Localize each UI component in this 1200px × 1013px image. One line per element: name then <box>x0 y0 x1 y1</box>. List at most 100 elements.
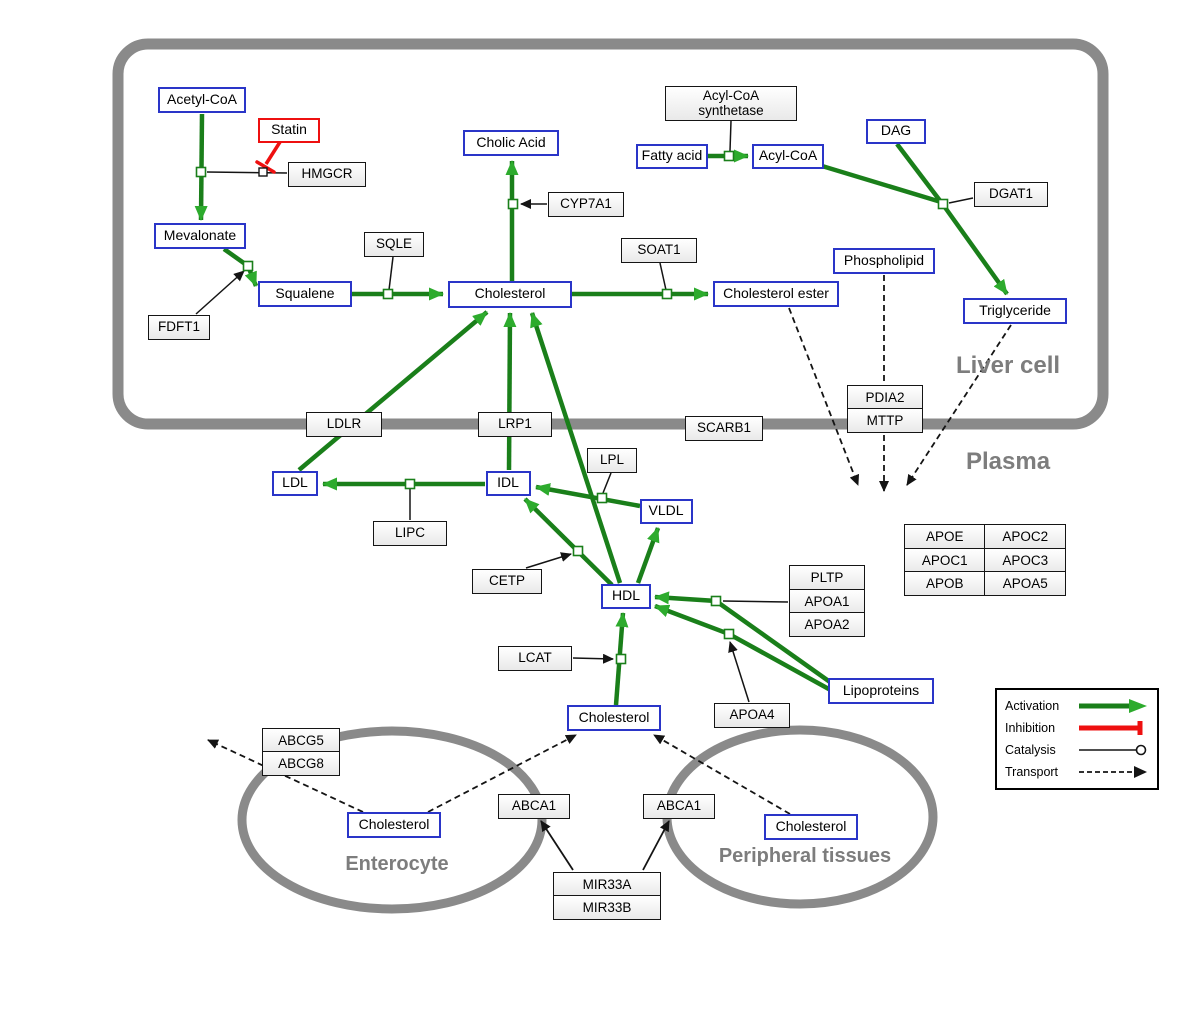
reaction-node <box>596 492 608 504</box>
node-acyl-coa-synthetase-line-0: Acyl-CoA <box>702 87 760 103</box>
node-dgat1[interactable]: DGAT1 <box>974 181 1048 207</box>
node-lipc[interactable]: LIPC <box>373 520 447 546</box>
node-apoe[interactable]: APOE <box>903 524 986 549</box>
node-pdia2[interactable]: PDIA2 <box>847 384 923 410</box>
liver-cell-membrane <box>112 38 1109 430</box>
node-acyl-coa-synthetase-line-1: synthetase <box>698 103 764 118</box>
node-cholesterol-enterocyte[interactable]: Cholesterol <box>347 812 441 838</box>
node-sqle[interactable]: SQLE <box>364 231 424 257</box>
node-lcat[interactable]: LCAT <box>498 645 572 671</box>
node-acetyl-coa[interactable]: Acetyl-CoA <box>158 87 246 113</box>
node-mttp[interactable]: MTTP <box>847 408 923 434</box>
node-apoc2[interactable]: APOC2 <box>984 524 1067 549</box>
node-cholic-acid[interactable]: Cholic Acid <box>463 130 559 156</box>
node-abca1-enterocyte[interactable]: ABCA1 <box>498 793 570 819</box>
edge-pltp-catalysis <box>722 600 789 603</box>
edge-fdft1-catalysis <box>195 270 245 315</box>
node-phospholipid[interactable]: Phospholipid <box>833 248 935 274</box>
anchor-node <box>258 167 268 177</box>
inhibition-tbar-icon <box>1079 721 1143 735</box>
edge-dgat-node-to-triglyceride <box>942 204 1009 296</box>
reaction-node <box>937 198 949 210</box>
node-lipoproteins[interactable]: Lipoproteins <box>828 678 934 704</box>
node-apoa2[interactable]: APOA2 <box>789 612 865 637</box>
edge-idl-to-liver-cholesterol <box>503 312 517 471</box>
edge-hdl-to-idl <box>523 497 614 587</box>
edge-apoa4-catalysis <box>728 641 750 703</box>
reaction-node <box>195 166 207 178</box>
node-mevalonate[interactable]: Mevalonate <box>154 223 246 249</box>
node-apoc1[interactable]: APOC1 <box>903 547 986 573</box>
reaction-node <box>507 198 519 210</box>
node-squalene[interactable]: Squalene <box>258 281 352 307</box>
node-soat1[interactable]: SOAT1 <box>621 237 697 263</box>
node-mir33a[interactable]: MIR33A <box>553 871 661 897</box>
activation-arrow-icon <box>1079 699 1147 713</box>
edge-cetp-catalysis <box>525 552 572 569</box>
node-apoa4[interactable]: APOA4 <box>714 702 790 728</box>
node-mir33b[interactable]: MIR33B <box>553 895 661 921</box>
edge-ldl-to-liver-cholesterol <box>297 310 489 472</box>
node-cholesterol-plasma[interactable]: Cholesterol <box>567 705 661 731</box>
edge-enterocyte-to-plasma-cholesterol <box>427 734 577 813</box>
reaction-node <box>661 288 673 300</box>
node-abca1-peripheral[interactable]: ABCA1 <box>643 793 715 819</box>
catalysis-line-icon <box>1079 744 1147 756</box>
node-apoc3[interactable]: APOC3 <box>984 547 1067 573</box>
edge-dgat1-catalysis <box>948 197 974 204</box>
node-abcg8[interactable]: ABCG8 <box>262 751 340 777</box>
legend-activation-label: Activation <box>1005 699 1060 713</box>
node-apoa1[interactable]: APOA1 <box>789 588 865 614</box>
edge-hdl-to-liver-cholesterol <box>529 312 623 584</box>
edge-statin-inhibition <box>264 141 282 165</box>
reaction-node <box>382 288 394 300</box>
node-idl[interactable]: IDL <box>485 470 531 496</box>
edge-dag-to-dgat-node <box>895 142 943 204</box>
node-cholesterol-ester[interactable]: Cholesterol ester <box>713 281 839 307</box>
node-ldlr[interactable]: LDLR <box>306 411 382 437</box>
node-apoa5[interactable]: APOA5 <box>984 571 1067 596</box>
node-vldl[interactable]: VLDL <box>639 498 693 524</box>
edge-mir33-to-abca1-enterocyte <box>540 820 574 871</box>
node-apob[interactable]: APOB <box>903 571 986 596</box>
node-cyp7a1[interactable]: CYP7A1 <box>548 191 624 217</box>
reaction-node <box>723 150 735 162</box>
edge-statin-inhibition-tbar <box>255 160 276 174</box>
reaction-node <box>723 628 735 640</box>
legend-catalysis-label: Catalysis <box>1005 743 1056 757</box>
reaction-node <box>404 478 416 490</box>
node-acyl-coa-2[interactable]: Acyl-CoA <box>752 143 824 169</box>
node-abcg5[interactable]: ABCG5 <box>262 727 340 753</box>
edge-lcat-catalysis <box>572 653 614 664</box>
legend-row-inhibition: Inhibition <box>1005 717 1149 739</box>
node-statin[interactable]: Statin <box>258 117 320 143</box>
node-cetp[interactable]: CETP <box>472 568 542 594</box>
node-hmgcr[interactable]: HMGCR <box>288 161 366 187</box>
edge-peripheral-to-plasma-cholesterol <box>653 734 791 815</box>
node-lrp1[interactable]: LRP1 <box>478 411 552 437</box>
node-pltp[interactable]: PLTP <box>789 565 865 590</box>
edge-mir33-to-abca1-peripheral <box>642 820 670 871</box>
reaction-node <box>615 653 627 665</box>
enterocyte-label: Enterocyte <box>345 853 449 875</box>
node-ldl[interactable]: LDL <box>272 470 318 496</box>
edge-triglyceride-to-plasma <box>906 324 1012 486</box>
edge-soat1-catalysis <box>659 262 667 291</box>
node-triglyceride[interactable]: Triglyceride <box>963 298 1067 324</box>
node-fdft1[interactable]: FDFT1 <box>148 314 210 340</box>
node-cholesterol-peripheral[interactable]: Cholesterol <box>764 814 858 840</box>
node-scarb1[interactable]: SCARB1 <box>685 415 763 441</box>
legend: Activation Inhibition Catalysis Transpor… <box>995 688 1159 790</box>
node-hdl[interactable]: HDL <box>601 583 651 609</box>
node-cholesterol-liver[interactable]: Cholesterol <box>448 280 572 308</box>
edge-ester-to-plasma <box>788 307 860 486</box>
transport-dashed-arrow-icon <box>1079 766 1147 778</box>
node-dag[interactable]: DAG <box>866 118 926 144</box>
enterocyte-membrane <box>237 726 547 914</box>
node-fatty-acid[interactable]: Fatty acid <box>636 143 708 169</box>
legend-inhibition-label: Inhibition <box>1005 721 1056 735</box>
node-lpl[interactable]: LPL <box>587 447 637 473</box>
legend-row-catalysis: Catalysis <box>1005 739 1149 761</box>
